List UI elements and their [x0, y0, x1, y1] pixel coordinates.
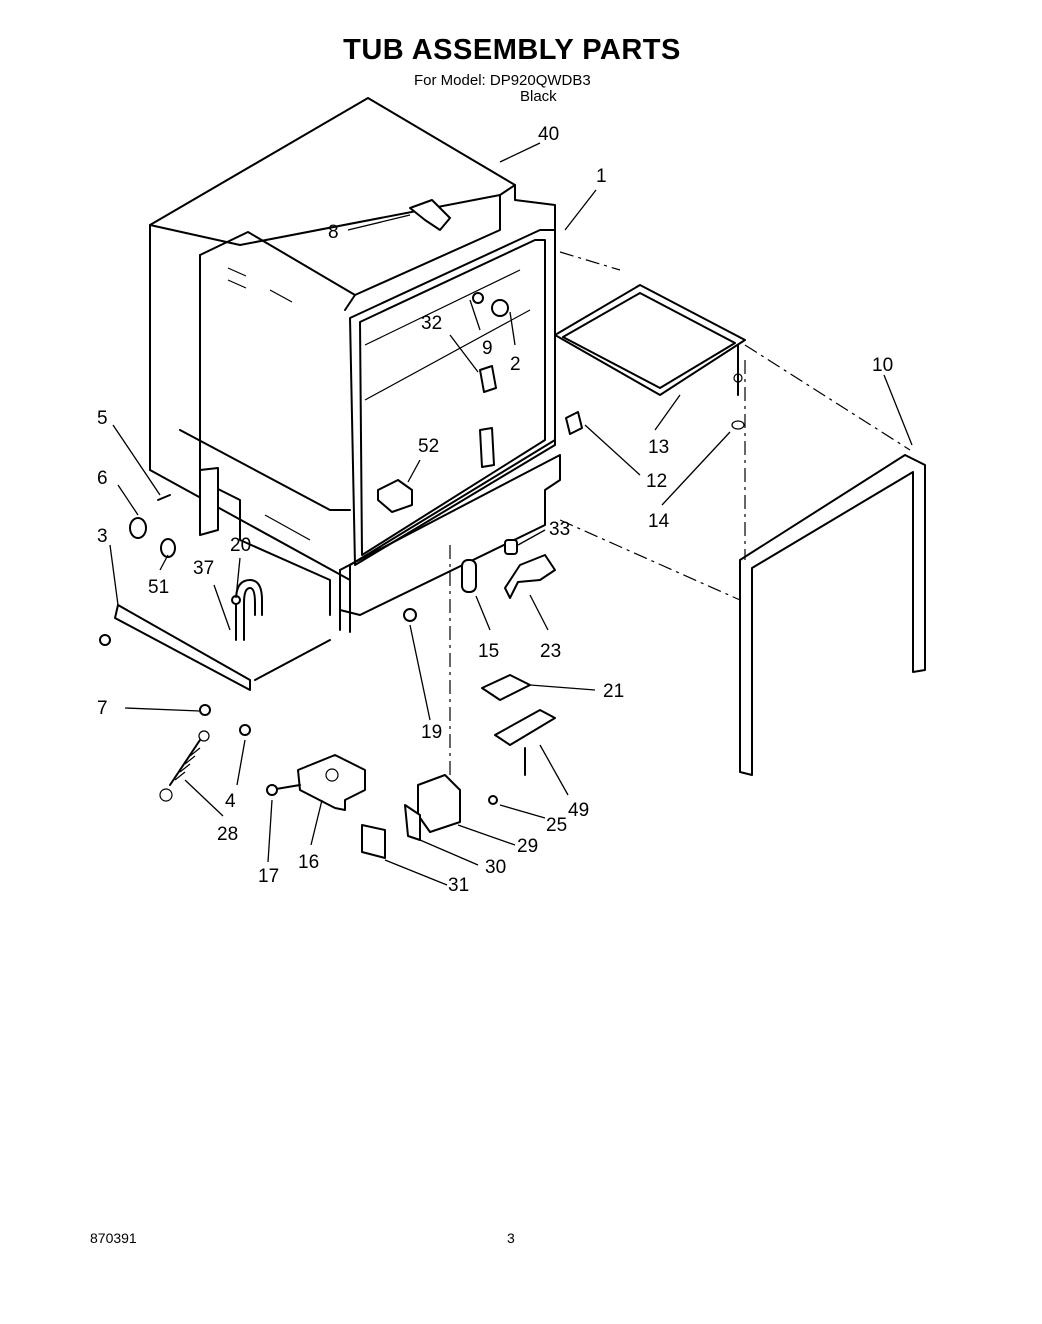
- part-15-post: [461, 559, 477, 593]
- part-2-nut: [491, 299, 509, 317]
- callout-33: 33: [549, 519, 570, 540]
- callout-3: 3: [97, 526, 108, 547]
- callout-28: 28: [217, 824, 238, 845]
- callout-8: 8: [328, 222, 339, 243]
- callout-7: 7: [97, 698, 108, 719]
- callout-1: 1: [596, 166, 607, 187]
- part-16-latch: [269, 754, 366, 811]
- callout-29: 29: [517, 836, 538, 857]
- callout-23: 23: [540, 641, 561, 662]
- callout-10: 10: [872, 355, 893, 376]
- leader-lines: [109, 142, 913, 886]
- page-title: TUB ASSEMBLY PARTS: [343, 34, 681, 66]
- fasteners: [99, 595, 498, 805]
- part-9-screw: [472, 292, 484, 304]
- part-32-nozzle: [479, 365, 497, 468]
- dash-lines: [449, 251, 911, 780]
- document-number: 870391: [90, 1230, 137, 1246]
- callout-30: 30: [485, 857, 506, 878]
- page-number: 3: [507, 1230, 515, 1246]
- callout-12: 12: [646, 471, 667, 492]
- callout-31: 31: [448, 875, 469, 896]
- callout-20: 20: [230, 535, 251, 556]
- part-28-spring: [159, 730, 210, 802]
- part-37-tube: [235, 579, 263, 641]
- part-3-bracket: [114, 604, 251, 691]
- callout-labels: 40 1 8 32 9 2 10 5 52 12 13 6 14 3 33 20…: [97, 124, 893, 896]
- part-33-cap: [504, 539, 518, 555]
- callout-6: 6: [97, 468, 108, 489]
- callout-25: 25: [546, 815, 567, 836]
- callout-21: 21: [603, 681, 624, 702]
- part-29-assembly: [361, 774, 461, 859]
- part-21-plate: [481, 674, 531, 701]
- part-49-clip: [494, 709, 556, 776]
- callout-49: 49: [568, 800, 589, 821]
- part-8-clip: [409, 199, 451, 231]
- part-12-clip: [565, 411, 583, 435]
- callout-2: 2: [510, 354, 521, 375]
- callout-16: 16: [298, 852, 319, 873]
- callout-40: 40: [538, 124, 559, 145]
- part-14-washer: [731, 344, 745, 430]
- part-52-clip: [377, 479, 413, 513]
- callout-17: 17: [258, 866, 279, 887]
- callout-52: 52: [418, 436, 439, 457]
- part-10-frame: [739, 454, 926, 776]
- callout-4: 4: [225, 791, 236, 812]
- color-line: Black: [520, 88, 557, 105]
- callout-51: 51: [148, 577, 169, 598]
- tub-body: [149, 97, 561, 681]
- callout-37: 37: [193, 558, 214, 579]
- callout-19: 19: [421, 722, 442, 743]
- callout-9: 9: [482, 338, 493, 359]
- callout-13: 13: [648, 437, 669, 458]
- model-line: For Model: DP920QWDB3: [414, 72, 591, 89]
- callout-15: 15: [478, 641, 499, 662]
- part-13-rack: [554, 284, 746, 396]
- parts-5-6-51: [129, 467, 219, 558]
- callout-14: 14: [648, 511, 670, 532]
- part-23-bracket: [504, 554, 556, 599]
- callout-5: 5: [97, 408, 108, 429]
- callout-32: 32: [421, 313, 442, 334]
